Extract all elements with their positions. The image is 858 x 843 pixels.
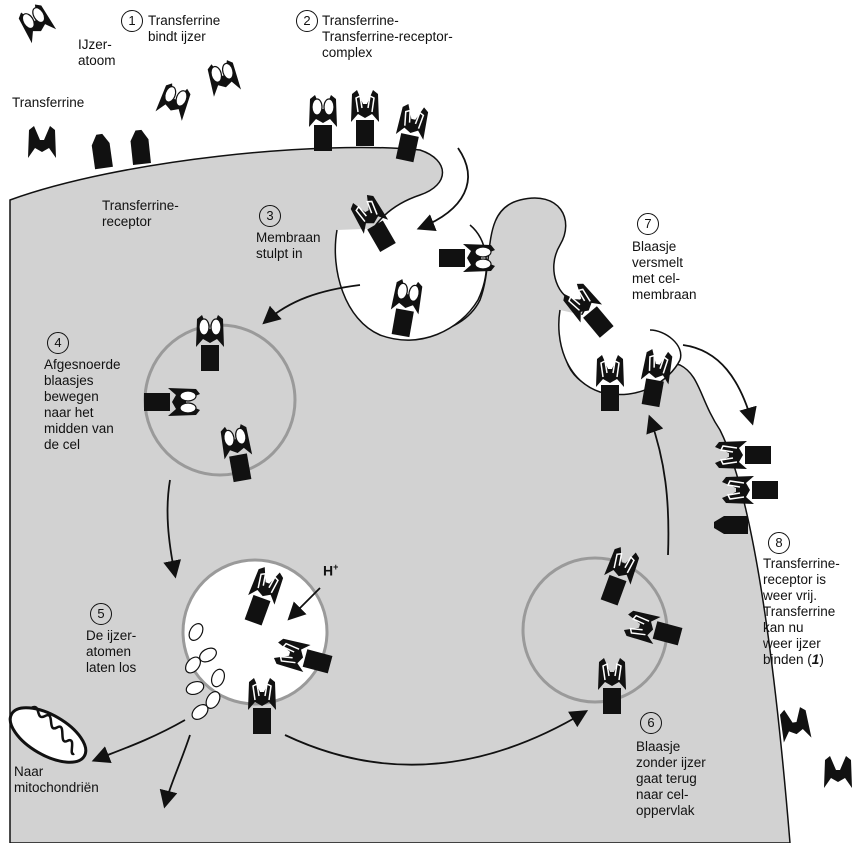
step-5-number: 5 [90, 603, 112, 625]
hplus-label: H+ [323, 562, 338, 579]
step-8-number: 8 [768, 532, 790, 554]
free-transferrin-icon-b [824, 756, 852, 788]
step-4-text: Afgesnoerde blaasjes bewegen naar het mi… [44, 357, 121, 453]
transferrin-iron-icon-b [206, 59, 241, 97]
complex-icon-b [351, 90, 379, 146]
step-5-text: De ijzer- atomen laten los [86, 628, 136, 676]
step-2-number: 2 [296, 10, 318, 32]
step-2-text: Transferrine- Transferrine-receptor- com… [322, 13, 453, 61]
complex-icon-a [309, 95, 337, 151]
step-8-text: Transferrine- receptor is weer vrij. Tra… [763, 556, 840, 668]
free-transferrin-icon-a [778, 706, 811, 742]
iron-atom-icon [16, 2, 56, 44]
mitochondria-label: Naar mitochondriën [14, 764, 99, 796]
step-7-text: Blaasje versmelt met cel- membraan [632, 239, 697, 303]
transferrin-label: Transferrine [12, 95, 84, 111]
step-1-text: Transferrine bindt ijzer [148, 13, 220, 45]
receptor-icon-b [129, 129, 150, 165]
transferrin-icon [28, 126, 56, 158]
step-3-number: 3 [259, 205, 281, 227]
receptor-icon-a [90, 133, 113, 169]
iron-atom-label: IJzer- atoom [78, 37, 116, 69]
step-6-number: 6 [640, 712, 662, 734]
step-4-number: 4 [47, 332, 69, 354]
step-6-text: Blaasje zonder ijzer gaat terug naar cel… [636, 739, 706, 819]
transferrin-iron-icon-a [156, 81, 193, 121]
receptor-label: Transferrine- receptor [102, 198, 179, 230]
step-7-number: 7 [637, 213, 659, 235]
step-3-text: Membraan stulpt in [256, 230, 321, 262]
step-1-number: 1 [121, 10, 143, 32]
